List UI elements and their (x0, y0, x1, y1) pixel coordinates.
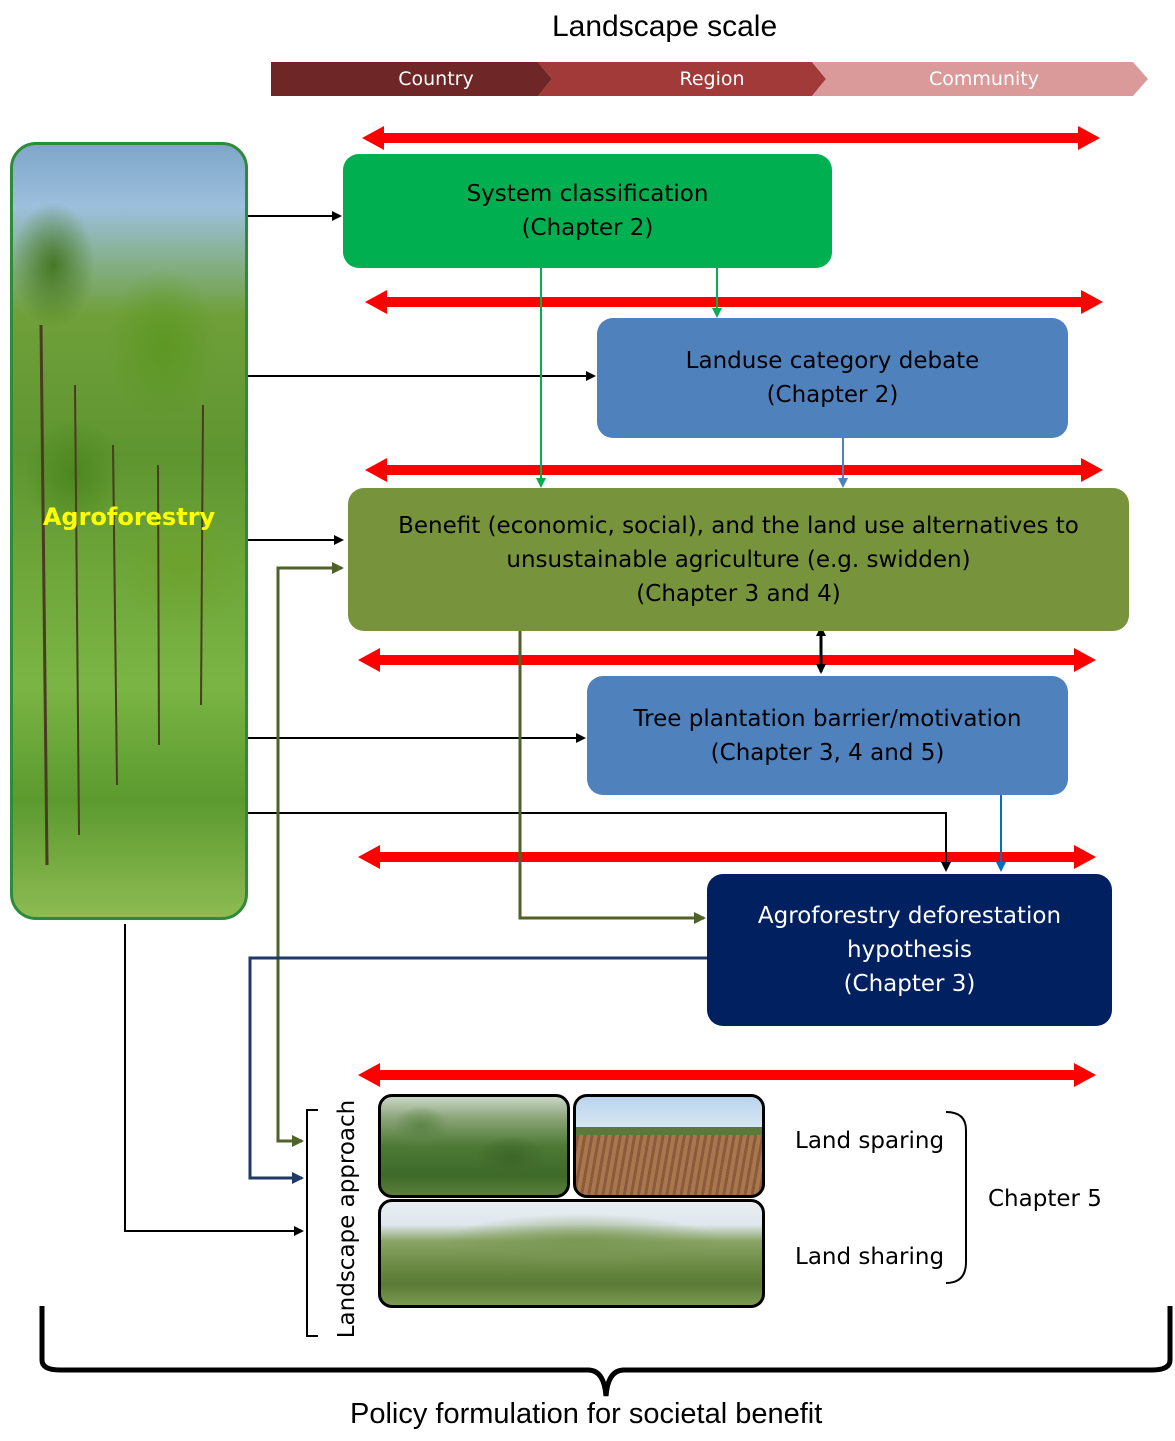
green-arrows (536, 268, 722, 488)
chapter5-bracket (945, 1111, 967, 1284)
landuse-debate-chapter: (Chapter 2) (766, 382, 899, 408)
chapter5-label: Chapter 5 (988, 1186, 1102, 1212)
benefit-box: Benefit (economic, social), and the land… (348, 488, 1129, 631)
red-arrow-1 (362, 126, 1100, 150)
tree-plantation-box: Tree plantation barrier/motivation (Chap… (587, 676, 1068, 795)
deforestation-chapter: (Chapter 3) (843, 971, 976, 997)
agroforestry-label: Agroforestry (42, 503, 216, 531)
system-classification-box: System classification (Chapter 2) (343, 154, 832, 268)
land-sharing-label: Land sharing (795, 1244, 945, 1270)
olive-arrow-benefit-to-deforestation (518, 630, 706, 924)
red-arrow-4 (358, 648, 1096, 672)
land-sparing-label: Land sparing (795, 1128, 945, 1154)
landuse-debate-box: Landuse category debate (Chapter 2) (597, 318, 1068, 438)
landscape-approach-label: Landscape approach (334, 1099, 360, 1339)
landscape-scale-title: Landscape scale (552, 10, 778, 43)
landuse-debate-title: Landuse category debate (685, 348, 980, 374)
benefit-line1: Benefit (economic, social), and the land… (398, 512, 1079, 539)
chevron-country (271, 62, 552, 96)
scale-country-label: Country (398, 68, 474, 90)
red-arrow-2 (365, 290, 1103, 314)
scale-region-label: Region (679, 68, 745, 90)
olive-arrows (276, 562, 706, 1147)
policy-formulation-label: Policy formulation for societal benefit (350, 1398, 823, 1430)
scale-chevron-bar (271, 62, 1148, 96)
agroforestry-image-panel: Agroforestry (10, 142, 248, 920)
ploughed-field-photo (573, 1094, 765, 1198)
navy-arrow-to-landscape (248, 956, 707, 1184)
deforestation-line2: hypothesis (847, 937, 972, 963)
field-sky (576, 1097, 762, 1131)
deforestation-hypothesis-box: Agroforestry deforestation hypothesis (C… (707, 874, 1112, 1026)
system-classification-title: System classification (466, 181, 709, 207)
deforestation-line1: Agroforestry deforestation (757, 903, 1062, 929)
scale-community-label: Community (929, 68, 1039, 90)
tree-plantation-chapter: (Chapter 3, 4 and 5) (710, 739, 945, 766)
chevron-region (538, 62, 826, 96)
red-arrow-5 (358, 845, 1096, 869)
arrow-to-landscape-approach (124, 924, 304, 1236)
arrow-to-deforestation (248, 812, 951, 872)
chevron-community (812, 62, 1148, 96)
system-classification-chapter: (Chapter 2) (521, 215, 654, 241)
tree-trunks-graphic (39, 324, 204, 866)
red-scale-arrows (358, 126, 1103, 1087)
policy-bracket (39, 1306, 1173, 1397)
forest-photo (378, 1094, 570, 1198)
landscape-bracket (306, 1109, 318, 1337)
field-treeline (576, 1127, 762, 1135)
red-arrow-6 (358, 1063, 1096, 1087)
tree-plantation-title: Tree plantation barrier/motivation (633, 705, 1022, 732)
mixed-landscape-photo (378, 1199, 765, 1308)
red-arrow-3 (365, 458, 1103, 482)
benefit-line2: unsustainable agriculture (e.g. swidden) (506, 546, 971, 573)
olive-arrow-benefit-landscape (276, 562, 344, 1147)
benefit-chapter: (Chapter 3 and 4) (636, 580, 841, 607)
